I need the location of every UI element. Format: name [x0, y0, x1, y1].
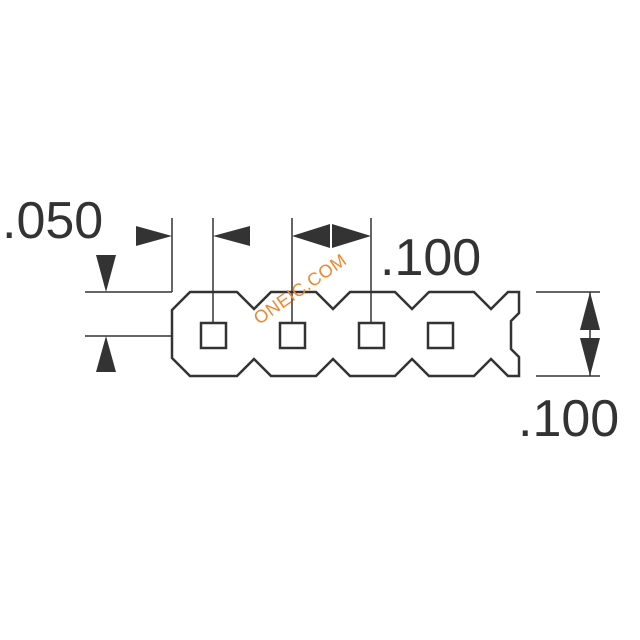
connector-outline	[170, 290, 521, 378]
arrow-right-pitch	[332, 224, 371, 248]
pitch-dimension-label: .100	[380, 229, 482, 287]
height-dimension-label: .100	[518, 390, 620, 448]
arrow-left-050	[213, 226, 250, 246]
pin-square-3	[357, 321, 386, 350]
offset-dimension-label: .050	[2, 192, 104, 250]
arrow-right-050	[136, 226, 172, 246]
arrow-down-050	[96, 255, 116, 292]
pin-square-4	[426, 321, 455, 350]
arrow-up-050	[96, 336, 116, 372]
pin-square-1	[199, 321, 228, 350]
pin-square-2	[278, 321, 307, 350]
arrow-down-height	[580, 338, 600, 376]
arrow-up-height	[580, 292, 600, 330]
arrow-left-pitch	[292, 224, 330, 248]
